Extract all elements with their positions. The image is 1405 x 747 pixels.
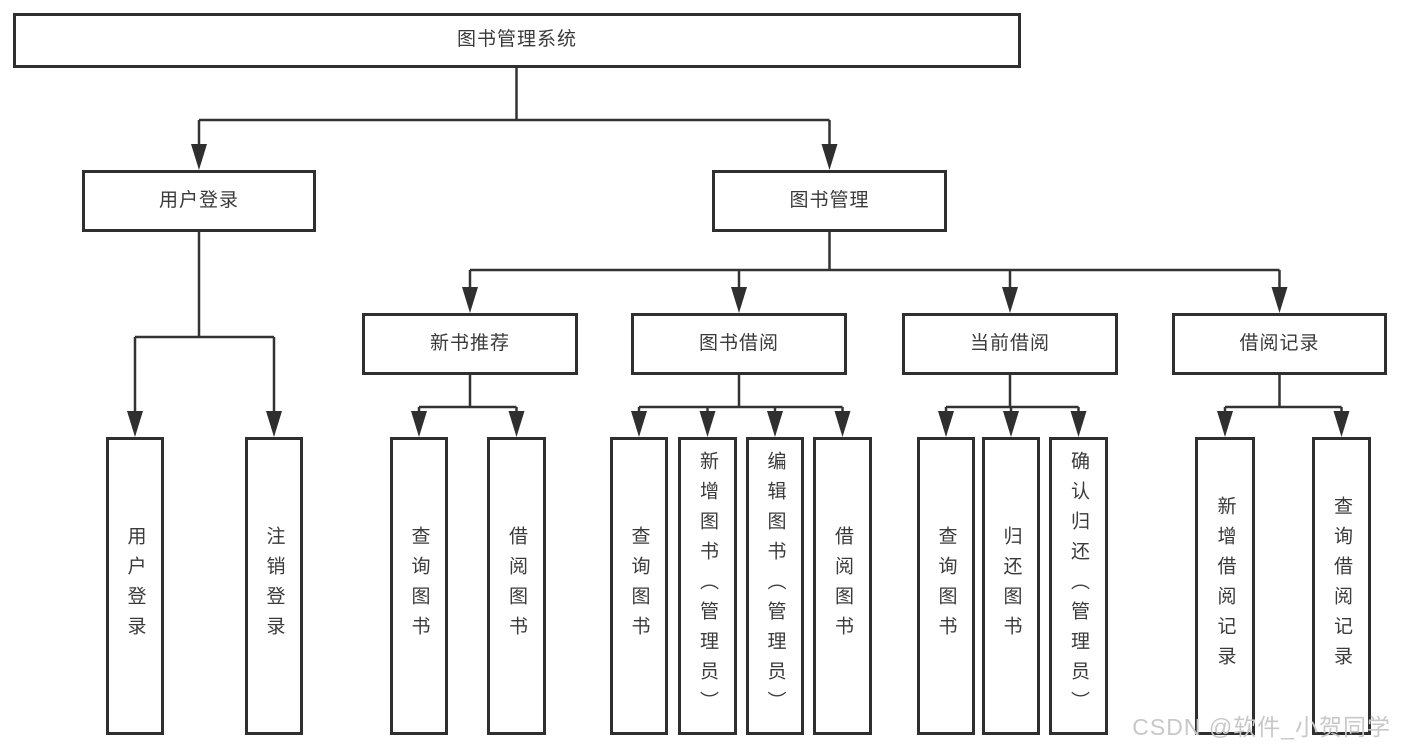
node-book-management: 图书管理 [712, 170, 947, 232]
node-current-borrowing: 当前借阅 [902, 313, 1118, 375]
connector-book-management-to-level3 [468, 230, 1281, 291]
leaf-confirm-return-admin: 确认归还（管理员） [1049, 437, 1108, 735]
connector-root-to-level2 [197, 66, 831, 148]
leaf-query-books-borrowing: 查询图书 [610, 437, 668, 735]
leaf-add-book-admin: 新增图书（管理员） [678, 437, 737, 735]
node-new-book-recommendation: 新书推荐 [362, 313, 578, 375]
node-library-management-system: 图书管理系统 [13, 13, 1021, 68]
leaf-query-borrow-record-label: 查询借阅记录 [1331, 496, 1352, 676]
leaf-add-book-admin-label: 新增图书（管理员） [697, 451, 718, 721]
leaf-return-books: 归还图书 [982, 437, 1040, 735]
arrowheads [127, 144, 1350, 437]
node-borrowing-records: 借阅记录 [1172, 313, 1387, 375]
leaf-borrow-books-recommend: 借阅图书 [487, 437, 546, 735]
leaf-query-books-recommend-label: 查询图书 [408, 526, 430, 646]
leaf-return-books-label: 归还图书 [1000, 526, 1022, 646]
watermark: CSDN @软件_小贺同学 [1132, 714, 1391, 740]
leaf-query-books-borrowing-label: 查询图书 [628, 526, 650, 646]
leaf-query-books-current-label: 查询图书 [935, 526, 957, 646]
leaf-query-books-recommend: 查询图书 [390, 437, 448, 735]
connector-current-borrowing-to-leaves [944, 373, 1080, 415]
leaf-edit-book-admin: 编辑图书（管理员） [746, 437, 804, 735]
leaf-borrow-books-borrowing-label: 借阅图书 [832, 526, 853, 646]
node-user-login: 用户登录 [82, 170, 316, 232]
leaf-query-books-current: 查询图书 [917, 437, 975, 735]
leaf-confirm-return-admin-label: 确认归还（管理员） [1068, 451, 1089, 721]
leaf-user-login: 用户登录 [106, 437, 164, 735]
leaf-logout-label: 注销登录 [263, 526, 285, 646]
leaf-logout: 注销登录 [245, 437, 303, 735]
connector-book-borrowing-to-leaves [637, 373, 844, 415]
leaf-edit-book-admin-label: 编辑图书（管理员） [764, 451, 786, 721]
leaf-borrow-books-recommend-label: 借阅图书 [506, 526, 527, 646]
connector-borrowing-records-to-leaves [1223, 373, 1343, 415]
leaf-borrow-books-borrowing: 借阅图书 [813, 437, 872, 735]
node-book-borrowing: 图书借阅 [631, 313, 847, 375]
leaf-add-borrow-record-label: 新增借阅记录 [1214, 496, 1236, 676]
leaf-user-login-label: 用户登录 [124, 526, 146, 646]
connector-user-login-to-leaves [133, 230, 276, 415]
leaf-query-borrow-record: 查询借阅记录 [1312, 437, 1371, 735]
connector-new-book-recommendation-to-leaves [417, 373, 518, 415]
leaf-add-borrow-record: 新增借阅记录 [1195, 437, 1255, 735]
